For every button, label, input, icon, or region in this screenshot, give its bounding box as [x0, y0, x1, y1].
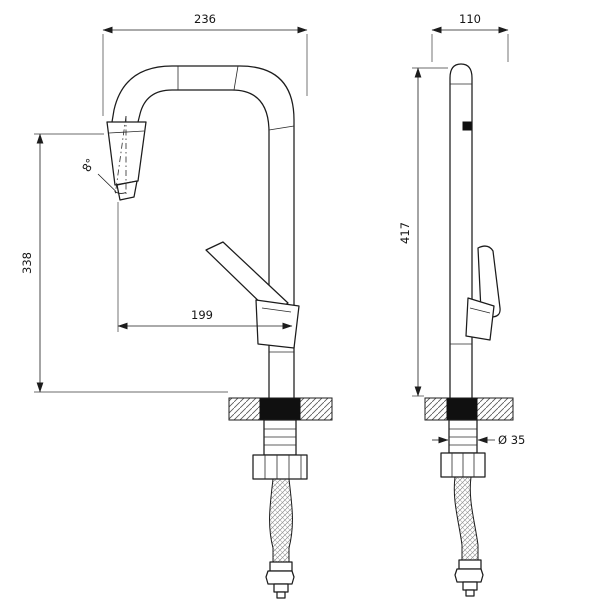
dim-side-height: 417	[398, 67, 448, 397]
dim-label-front-angle: 8°	[79, 156, 98, 174]
dim-label-base-diameter: Ø 35	[498, 433, 525, 447]
dim-base-diameter: Ø 35	[432, 433, 525, 447]
dim-front-reach: 199	[117, 202, 293, 332]
handle-side	[465, 245, 501, 341]
dim-label-front-width: 236	[194, 12, 216, 26]
mounting-flange-front	[259, 398, 301, 420]
mounting-flange-side	[446, 398, 478, 420]
faucet-side-body	[449, 63, 473, 399]
dim-label-side-width: 110	[459, 12, 481, 26]
spray-head-front	[106, 121, 147, 201]
side-view: 110 417 Ø 35	[398, 12, 525, 597]
dim-front-width: 236	[102, 12, 308, 116]
dim-label-front-height: 338	[20, 252, 34, 274]
shank-nut-side	[440, 419, 486, 478]
angle-indicator: 8°	[79, 115, 127, 197]
dim-side-width: 110	[431, 12, 509, 62]
countertop-side	[424, 397, 514, 421]
faucet-front-body	[111, 65, 295, 399]
dim-label-front-reach: 199	[191, 308, 213, 322]
countertop-front	[228, 397, 333, 421]
dim-label-side-height: 417	[398, 222, 412, 244]
handle-front	[205, 241, 300, 349]
aerator-mark	[462, 121, 472, 131]
supply-hose-side	[453, 476, 484, 597]
dim-front-height: 338	[20, 133, 228, 393]
supply-hose-front	[265, 478, 295, 599]
front-view: 236 338 199 8°	[20, 12, 333, 599]
shank-nut-front	[252, 419, 308, 480]
